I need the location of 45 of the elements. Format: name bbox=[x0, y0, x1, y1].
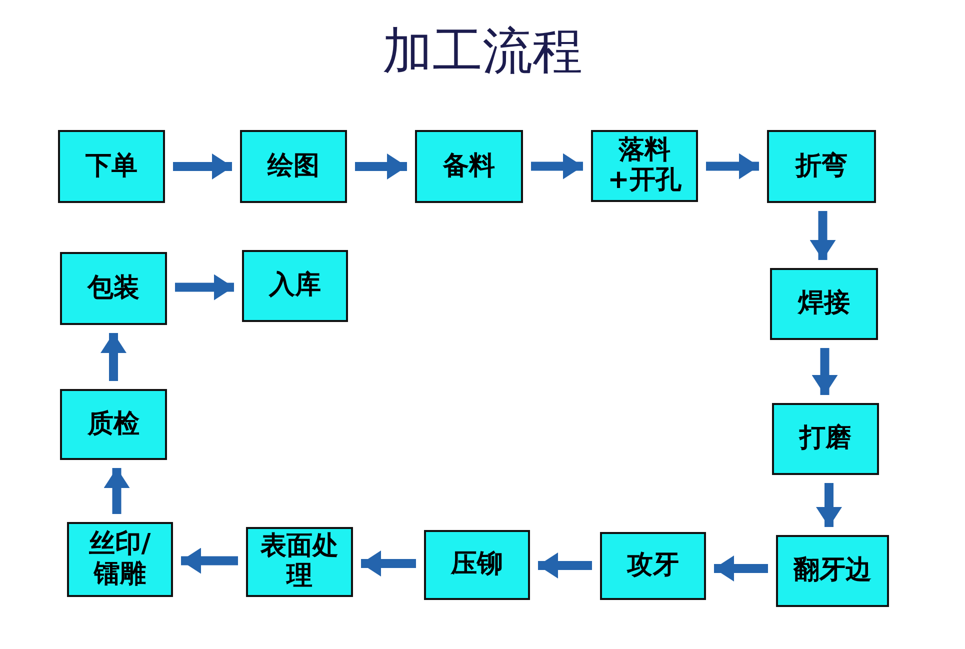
process-box bbox=[591, 130, 698, 202]
step-label: 入库 bbox=[269, 271, 321, 301]
process-box bbox=[246, 527, 353, 597]
process-box bbox=[770, 268, 878, 340]
arrow bbox=[812, 348, 838, 395]
process-box bbox=[58, 130, 165, 203]
arrow bbox=[181, 548, 238, 574]
step-label: 绘图 bbox=[268, 152, 320, 182]
step-label: 攻牙 bbox=[627, 551, 679, 581]
arrow bbox=[531, 153, 583, 180]
arrow bbox=[706, 153, 759, 180]
step-label: 翻牙边 bbox=[794, 556, 872, 586]
arrow bbox=[175, 274, 234, 300]
step-label: 质检 bbox=[88, 410, 140, 440]
step-label: 备料 bbox=[443, 152, 495, 182]
arrow bbox=[104, 468, 130, 514]
process-box bbox=[600, 532, 706, 600]
process-box bbox=[776, 535, 889, 607]
step-label: 丝印/镭雕 bbox=[88, 530, 152, 590]
arrow bbox=[538, 552, 592, 578]
step-label: 下单 bbox=[86, 152, 138, 182]
step-label: 落料+开孔 bbox=[606, 136, 682, 196]
diagram-title: 加工流程 bbox=[382, 22, 582, 80]
step-label: 包装 bbox=[88, 274, 140, 304]
process-box bbox=[415, 130, 523, 203]
arrow bbox=[361, 550, 416, 576]
process-box bbox=[424, 530, 530, 600]
arrow bbox=[810, 211, 836, 260]
step-label: 折弯 bbox=[796, 152, 848, 182]
arrow bbox=[173, 154, 232, 180]
arrow bbox=[714, 556, 768, 582]
step-label: 打磨 bbox=[800, 424, 852, 454]
process-box bbox=[772, 403, 879, 475]
process-box bbox=[767, 130, 876, 203]
arrow bbox=[100, 333, 126, 381]
step-label: 表面处理 bbox=[259, 532, 340, 592]
step-label: 压铆 bbox=[451, 550, 503, 580]
process-box bbox=[67, 522, 173, 597]
arrow bbox=[816, 483, 842, 527]
step-label: 焊接 bbox=[798, 289, 850, 319]
arrow bbox=[355, 154, 407, 180]
process-box bbox=[242, 250, 348, 322]
process-box bbox=[60, 389, 167, 460]
process-box bbox=[240, 130, 347, 203]
process-box bbox=[60, 252, 167, 325]
